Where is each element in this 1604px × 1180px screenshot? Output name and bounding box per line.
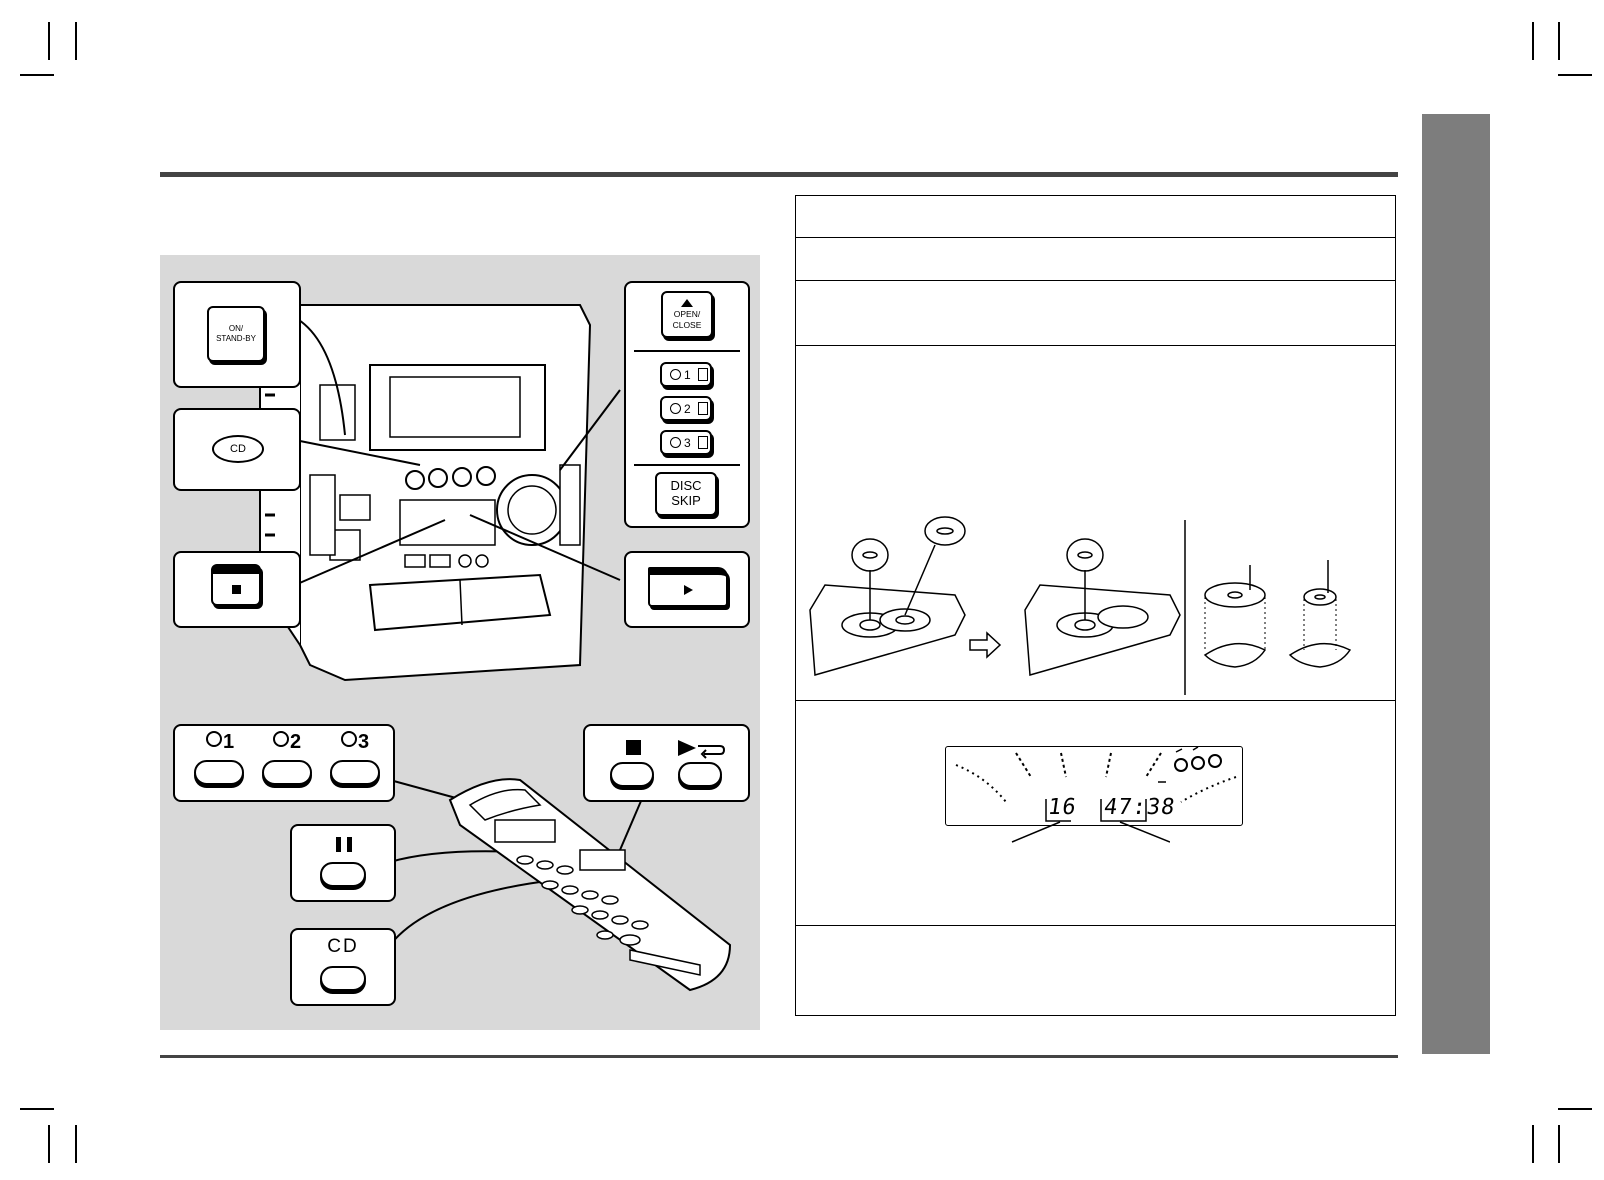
remote-disc3-number: 3 xyxy=(357,731,370,753)
disc2-label: 2 xyxy=(684,401,691,416)
disc2-button[interactable]: 2 xyxy=(660,396,712,421)
crop-mark xyxy=(1558,1125,1560,1163)
crop-mark xyxy=(1558,1108,1592,1110)
play-repeat-icon xyxy=(678,740,726,759)
disc-loading-illustration xyxy=(809,516,1352,695)
unit-play-button[interactable] xyxy=(648,567,728,607)
remote-stop-button[interactable] xyxy=(610,762,654,787)
elapsed-time-readout: 47:38 xyxy=(1102,795,1177,820)
stereo-unit-illustration xyxy=(259,304,592,682)
disc3-button[interactable]: 3 xyxy=(660,430,712,455)
pause-icon xyxy=(336,837,352,852)
remote-control-illustration xyxy=(448,778,732,992)
open-close-label: OPEN/ CLOSE xyxy=(672,309,702,330)
disc-icon xyxy=(340,731,357,747)
play-icon xyxy=(683,585,693,595)
disc3-label: 3 xyxy=(684,435,691,450)
step-row-2 xyxy=(796,238,1395,281)
divider xyxy=(634,464,740,466)
track-number-readout: 16 xyxy=(1046,795,1079,820)
remote-disc2-number: 2 xyxy=(289,731,302,753)
remote-disc3-label: 3 xyxy=(330,731,380,754)
arrow-right-icon xyxy=(969,631,1002,659)
remote-play-button[interactable] xyxy=(678,762,722,787)
crop-mark xyxy=(1558,74,1592,76)
crop-mark xyxy=(48,22,50,60)
step-row-1 xyxy=(796,196,1395,238)
indicator-icon xyxy=(697,368,708,381)
side-tab xyxy=(1422,114,1490,1054)
crop-mark xyxy=(48,1125,50,1163)
step-row-4 xyxy=(796,346,1395,701)
cd-display: 16 47:38 xyxy=(945,746,1243,826)
step-row-6 xyxy=(796,926,1395,1017)
remote-disc1-number: 1 xyxy=(222,731,235,753)
disc-icon xyxy=(205,731,222,747)
display-arcs xyxy=(955,747,1237,822)
crop-mark xyxy=(1532,1125,1534,1163)
display-leaders xyxy=(1011,821,1170,843)
remote-disc2-button[interactable] xyxy=(262,760,312,785)
crop-mark xyxy=(1558,22,1560,60)
footer-rule xyxy=(160,1055,1398,1058)
step-row-5 xyxy=(796,701,1395,926)
disc-icon xyxy=(670,403,681,414)
header-rule xyxy=(160,172,1398,177)
disc1-label: 1 xyxy=(684,367,691,382)
disc-icon xyxy=(670,369,681,380)
remote-disc1-button[interactable] xyxy=(194,760,244,785)
crop-mark xyxy=(20,74,54,76)
cd-button[interactable]: CD xyxy=(212,435,264,463)
callout-cd xyxy=(173,408,301,491)
eject-icon xyxy=(681,299,693,308)
remote-cd-label: CD xyxy=(327,936,359,957)
crop-mark xyxy=(20,1108,54,1110)
disc-icon xyxy=(670,437,681,448)
disc-skip-button[interactable]: DISC SKIP xyxy=(655,472,717,516)
remote-disc1-label: 1 xyxy=(195,731,245,754)
indicator-icon xyxy=(697,402,708,415)
disc-icon xyxy=(272,731,289,747)
remote-disc2-label: 2 xyxy=(262,731,312,754)
divider xyxy=(634,350,740,352)
open-close-button[interactable]: OPEN/ CLOSE xyxy=(661,291,713,338)
callout-remote-stop-play xyxy=(583,724,750,802)
remote-disc3-button[interactable] xyxy=(330,760,380,785)
crop-mark xyxy=(1532,22,1534,60)
remote-cd-button[interactable] xyxy=(320,966,366,991)
remote-pause-button[interactable] xyxy=(320,862,366,887)
steps-table xyxy=(795,195,1396,1016)
stop-icon xyxy=(231,584,241,594)
power-button[interactable]: ON/ STAND-BY xyxy=(207,306,265,362)
crop-mark xyxy=(75,1125,77,1163)
disc1-button[interactable]: 1 xyxy=(660,362,712,387)
step-row-3 xyxy=(796,281,1395,346)
unit-stop-button[interactable] xyxy=(211,564,261,606)
indicator-icon xyxy=(697,436,708,449)
stop-icon xyxy=(626,740,641,755)
crop-mark xyxy=(75,22,77,60)
